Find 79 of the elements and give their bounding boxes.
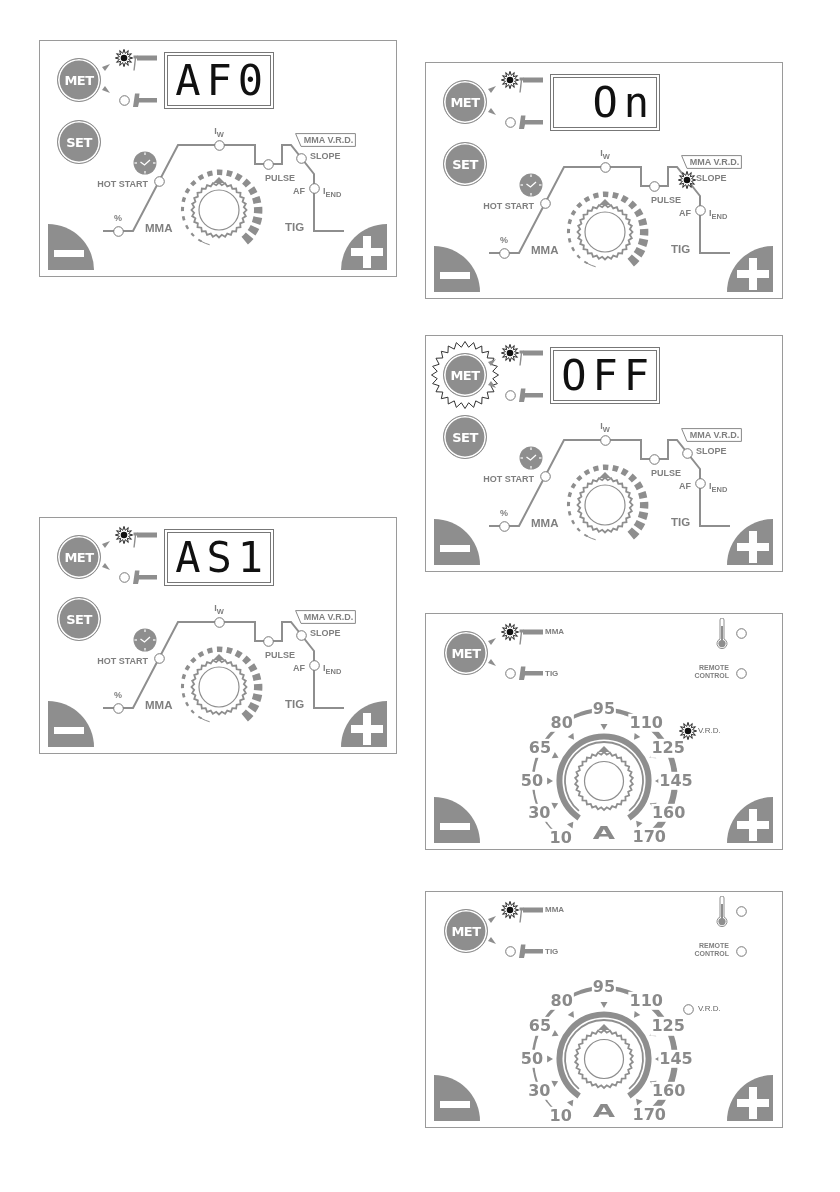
indicator-label: SLOPE [696, 447, 727, 457]
indicator-label: AF [679, 482, 691, 492]
scale-number: 65 [527, 739, 552, 758]
round-button: SET [443, 415, 487, 459]
control-panel [425, 891, 783, 1128]
scale-number: 30 [527, 1081, 552, 1100]
scale-number: 145 [658, 1049, 694, 1069]
scale-number: 50 [519, 771, 545, 791]
unit-label: A [592, 1100, 616, 1122]
scale-number: 160 [651, 1081, 687, 1100]
mode-tag: MMA V.R.D. [681, 428, 742, 442]
scale-number: 50 [519, 1049, 545, 1069]
control-panel [39, 517, 397, 754]
mode-tag: MMA V.R.D. [295, 610, 356, 624]
scale-number: 80 [549, 713, 574, 732]
indicator-label: PULSE [265, 651, 295, 661]
mode-label: TIG [285, 220, 305, 234]
mode-label: MMA [545, 627, 565, 637]
round-button: MET [444, 909, 488, 953]
indicator-label: SLOPE [696, 174, 727, 184]
mode-label: MMA [145, 698, 173, 712]
scale-number: 30 [527, 803, 552, 822]
led-display: AS1 [164, 529, 274, 586]
mode-label: MMA [531, 516, 559, 530]
control-panel [425, 613, 783, 850]
indicator-label: % [114, 691, 122, 701]
indicator-label: SLOPE [310, 152, 341, 162]
indicator-label: PULSE [651, 469, 681, 479]
mode-label: MMA [145, 221, 173, 235]
mode-label: TIG [545, 947, 559, 957]
scale-number: 110 [628, 991, 664, 1010]
indicator-label: AF [293, 664, 305, 674]
round-button: MET [57, 58, 101, 102]
round-button: MET [443, 80, 487, 124]
round-button: SET [57, 597, 101, 641]
indicator-label: AF [293, 187, 305, 197]
indicator-label: I$_{END}$ [709, 209, 728, 221]
mode-label: TIG [545, 669, 559, 679]
indicator-label: V.R.D. [698, 1004, 721, 1014]
indicator-label: % [500, 236, 508, 246]
led-display: On [550, 74, 660, 131]
indicator-label: I$_{END}$ [709, 482, 728, 494]
indicator-label: I$_{END}$ [323, 664, 342, 676]
indicator-label: % [114, 214, 122, 224]
mode-tag: MMA V.R.D. [295, 133, 356, 147]
scale-number: 80 [549, 991, 574, 1010]
mode-label: TIG [671, 515, 691, 529]
mode-label: TIG [671, 242, 691, 256]
mode-label: MMA [545, 905, 565, 915]
indicator-label: HOT START [97, 657, 148, 667]
scale-number: 125 [650, 1017, 686, 1036]
unit-label: A [592, 822, 616, 844]
mode-label: TIG [285, 697, 305, 711]
indicator-label: HOT START [97, 180, 148, 190]
scale-number: 110 [628, 713, 664, 732]
scale-number: 65 [527, 1017, 552, 1036]
indicator-label: AF [679, 209, 691, 219]
scale-number: 160 [651, 803, 687, 822]
indicator-label: PULSE [651, 196, 681, 206]
indicator-label: PULSE [265, 174, 295, 184]
round-button: MET [57, 535, 101, 579]
scale-number: 145 [658, 771, 694, 791]
mode-tag: MMA V.R.D. [681, 155, 742, 169]
control-panel [425, 62, 783, 299]
indicator-label: HOT START [483, 202, 534, 212]
indicator-label: V.R.D. [698, 726, 721, 736]
round-button: SET [57, 120, 101, 164]
round-button: MET [444, 631, 488, 675]
indicator-label: % [500, 509, 508, 519]
led-display: OFF [550, 347, 660, 404]
mode-label: MMA [531, 243, 559, 257]
scale-number: 125 [650, 739, 686, 758]
control-panel [425, 335, 783, 572]
control-panel [39, 40, 397, 277]
round-button: SET [443, 142, 487, 186]
indicator-label: SLOPE [310, 629, 341, 639]
indicator-label: HOT START [483, 475, 534, 485]
indicator-label: I$_{END}$ [323, 187, 342, 199]
led-display: AF0 [164, 52, 274, 109]
